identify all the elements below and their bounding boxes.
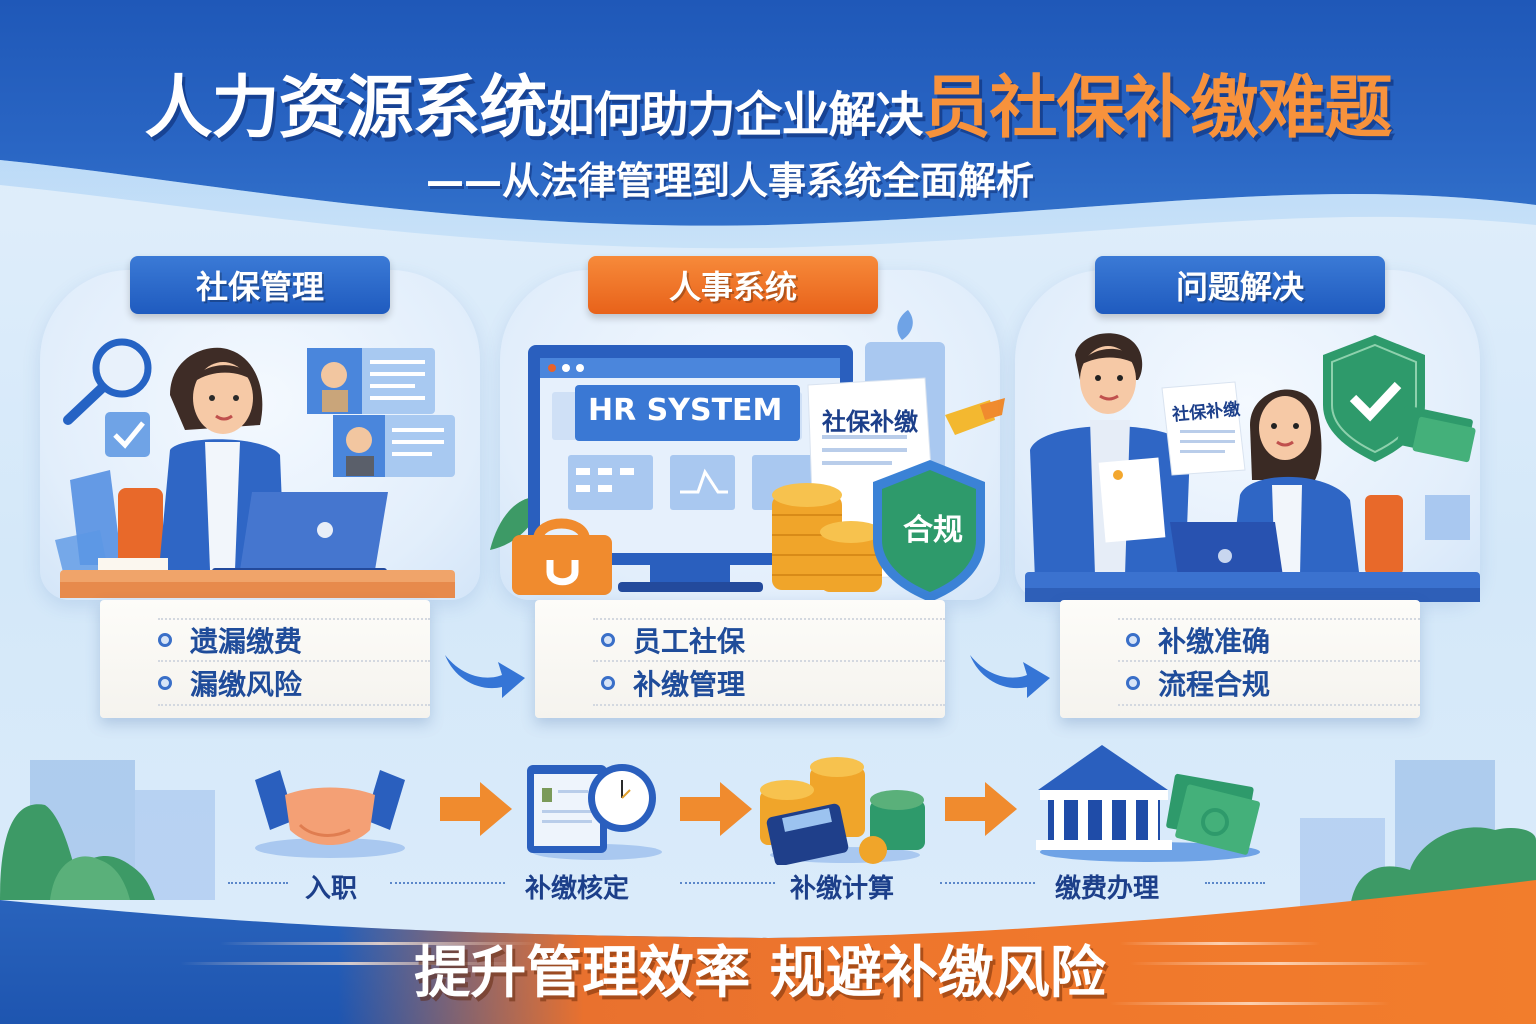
hr-system-illustration	[490, 310, 1005, 600]
bullet-icon	[1126, 633, 1140, 647]
flow-arrow-icon	[680, 782, 752, 836]
monitor-icon	[528, 345, 853, 592]
man-figure	[1030, 333, 1190, 580]
panel-2-note-card: 员工社保 补缴管理	[535, 600, 945, 718]
monitor-label: HR SYSTEM	[588, 393, 783, 428]
bullet-icon	[158, 633, 172, 647]
bullet-icon	[1126, 676, 1140, 690]
panel-1-tag: 社保管理	[130, 256, 390, 314]
hr-woman-illustration	[55, 338, 455, 598]
bullet-icon	[158, 676, 172, 690]
city-buildings-left	[0, 760, 215, 900]
check-shield-icon	[1323, 335, 1425, 462]
panel-1-note-card: 遗漏缴费 漏缴风险	[100, 600, 430, 718]
title-part-3-highlight: 员社保补缴难题	[922, 69, 1393, 148]
profile-card-2	[333, 415, 455, 477]
flow-step-label: 补缴计算	[790, 874, 895, 904]
curved-arrow-icon	[445, 655, 525, 698]
shield-icon	[873, 460, 985, 600]
coins-icon	[772, 483, 882, 592]
speed-streak	[1130, 962, 1430, 965]
profile-card-1	[307, 348, 435, 414]
panel-2-item: 补缴管理	[593, 662, 945, 706]
city-buildings-right	[1300, 760, 1536, 908]
dotted-divider	[228, 882, 288, 884]
speed-streak	[1120, 942, 1320, 945]
briefcase-icon	[512, 518, 612, 595]
coins-calculator-icon	[760, 757, 925, 865]
bullet-icon	[601, 676, 615, 690]
dotted-divider	[1205, 882, 1265, 884]
speed-streak	[1110, 1002, 1390, 1005]
bullet-icon	[601, 633, 615, 647]
title-part-2: 如何助力企业解决	[546, 87, 923, 143]
employees-illustration	[1025, 333, 1480, 602]
process-flow	[240, 745, 1300, 865]
flow-step-label: 补缴核定	[525, 874, 630, 904]
check-bubble-icon	[105, 412, 150, 457]
handshake-icon	[255, 770, 405, 858]
panel-2-tag: 人事系统	[588, 256, 878, 314]
footer-slogan: 提升管理效率 规避补缴风险	[414, 941, 1106, 1006]
panel-3-tag: 问题解决	[1095, 256, 1385, 314]
dotted-divider	[390, 882, 505, 884]
dotted-divider	[940, 882, 1035, 884]
document-icon	[1161, 381, 1246, 476]
panel-1-item: 漏缴风险	[158, 662, 430, 706]
page-subtitle: ——从法律管理到人事系统全面解析	[425, 159, 1034, 203]
dotted-divider	[680, 882, 775, 884]
magnifier-icon	[63, 338, 152, 425]
bank-money-icon	[1036, 745, 1261, 862]
speed-streak	[220, 942, 540, 945]
curved-arrow-icon	[970, 655, 1050, 698]
document-label: 社保补缴	[822, 408, 918, 436]
panel-3-item: 补缴准确	[1118, 618, 1420, 662]
shield-label: 合规	[903, 513, 963, 548]
speed-streak	[180, 962, 520, 965]
panel-3-item: 流程合规	[1118, 662, 1420, 706]
flow-arrow-icon	[440, 782, 512, 836]
flow-step-label: 入职	[305, 874, 358, 904]
panel-1-item: 遗漏缴费	[158, 618, 430, 662]
flow-arrow-icon	[945, 782, 1017, 836]
flow-step-label: 缴费办理	[1055, 874, 1160, 904]
page-title: 人力资源系统如何助力企业解决员社保补缴难题	[0, 52, 1536, 151]
title-part-1: 人力资源系统	[144, 69, 547, 148]
money-icon	[1397, 405, 1476, 463]
panel-2-item: 员工社保	[593, 618, 945, 662]
clipboard-clock-icon	[527, 764, 662, 860]
panel-3-note-card: 补缴准确 流程合规	[1060, 600, 1420, 718]
